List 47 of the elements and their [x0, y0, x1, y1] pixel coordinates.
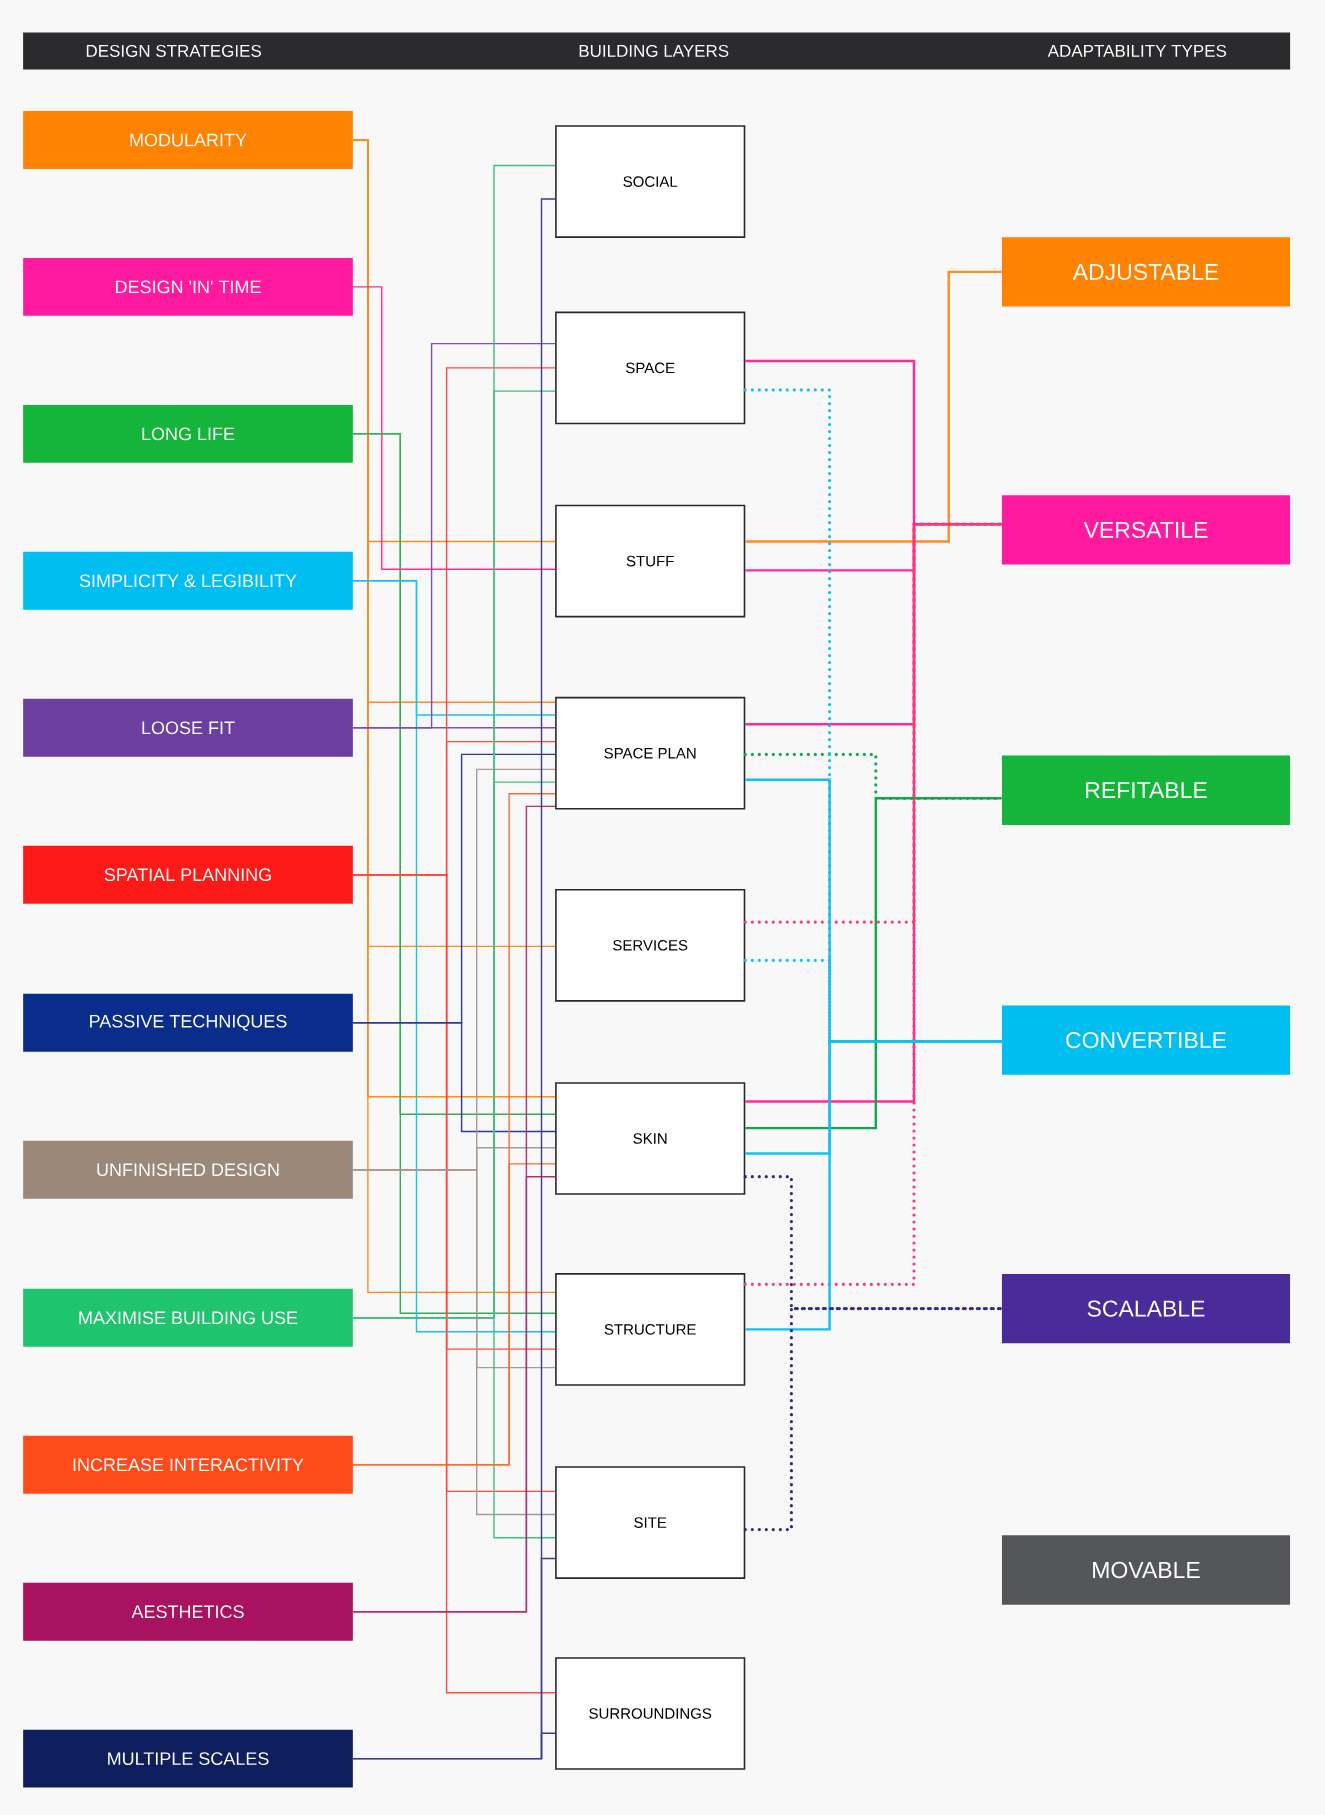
connector-line — [352, 874, 556, 1694]
connector-line — [743, 958, 1004, 1043]
strategy-box: MULTIPLE SCALES — [23, 1729, 353, 1788]
connector-line — [743, 1307, 1004, 1532]
type-box: REFITABLE — [1001, 755, 1291, 825]
strategy-box: LOOSE FIT — [23, 698, 353, 757]
column-heading: DESIGN STRATEGIES — [86, 44, 261, 57]
type-box: VERSATILE — [1001, 495, 1291, 565]
strategy-box: AESTHETICS — [23, 1582, 353, 1641]
connector-line — [745, 1040, 1002, 1331]
layer-box: SURROUNDINGS — [555, 1657, 746, 1770]
layer-box: SKIN — [555, 1082, 746, 1195]
layer-box: SOCIAL — [555, 125, 746, 238]
strategy-box: DESIGN 'IN' TIME — [23, 257, 353, 316]
strategy-box: PASSIVE TECHNIQUES — [23, 993, 353, 1052]
strategy-box: SPATIAL PLANNING — [23, 845, 353, 904]
type-box: MOVABLE — [1001, 1535, 1291, 1605]
connector-line — [352, 1732, 556, 1760]
strategy-box: UNFINISHED DESIGN — [23, 1140, 353, 1199]
connector-line — [352, 1176, 556, 1613]
connector-line — [352, 1169, 556, 1516]
connector-line — [352, 1022, 556, 1133]
layer-box: SPACE — [555, 311, 746, 425]
strategy-box: MODULARITY — [23, 111, 353, 169]
connector-line — [352, 727, 556, 729]
connector-line — [745, 522, 1002, 1103]
strategy-box: INCREASE INTERACTIVITY — [23, 1435, 353, 1494]
strategy-box: MAXIMISE BUILDING USE — [23, 1288, 353, 1347]
connector-line — [352, 286, 556, 570]
connector-line — [352, 580, 556, 1333]
layer-box: STRUCTURE — [555, 1273, 746, 1386]
column-heading: ADAPTABILITY TYPES — [1047, 44, 1227, 57]
type-box: SCALABLE — [1001, 1273, 1291, 1344]
layer-box: SITE — [555, 1466, 746, 1579]
column-heading: BUILDING LAYERS — [579, 44, 729, 57]
connector-line — [352, 1163, 556, 1466]
connector-line — [352, 1317, 556, 1539]
strategy-box: LONG LIFE — [23, 404, 353, 463]
layer-box: SERVICES — [555, 888, 746, 1002]
connector-line — [745, 270, 1002, 543]
type-box: CONVERTIBLE — [1001, 1005, 1291, 1075]
layer-box: STUFF — [555, 504, 746, 618]
connector-line — [745, 797, 1002, 1130]
layer-box: SPACE PLAN — [555, 696, 746, 810]
connector-line — [743, 522, 1004, 1286]
type-box: ADJUSTABLE — [1001, 237, 1291, 307]
strategy-box: SIMPLICITY & LEGIBILITY — [23, 551, 353, 610]
